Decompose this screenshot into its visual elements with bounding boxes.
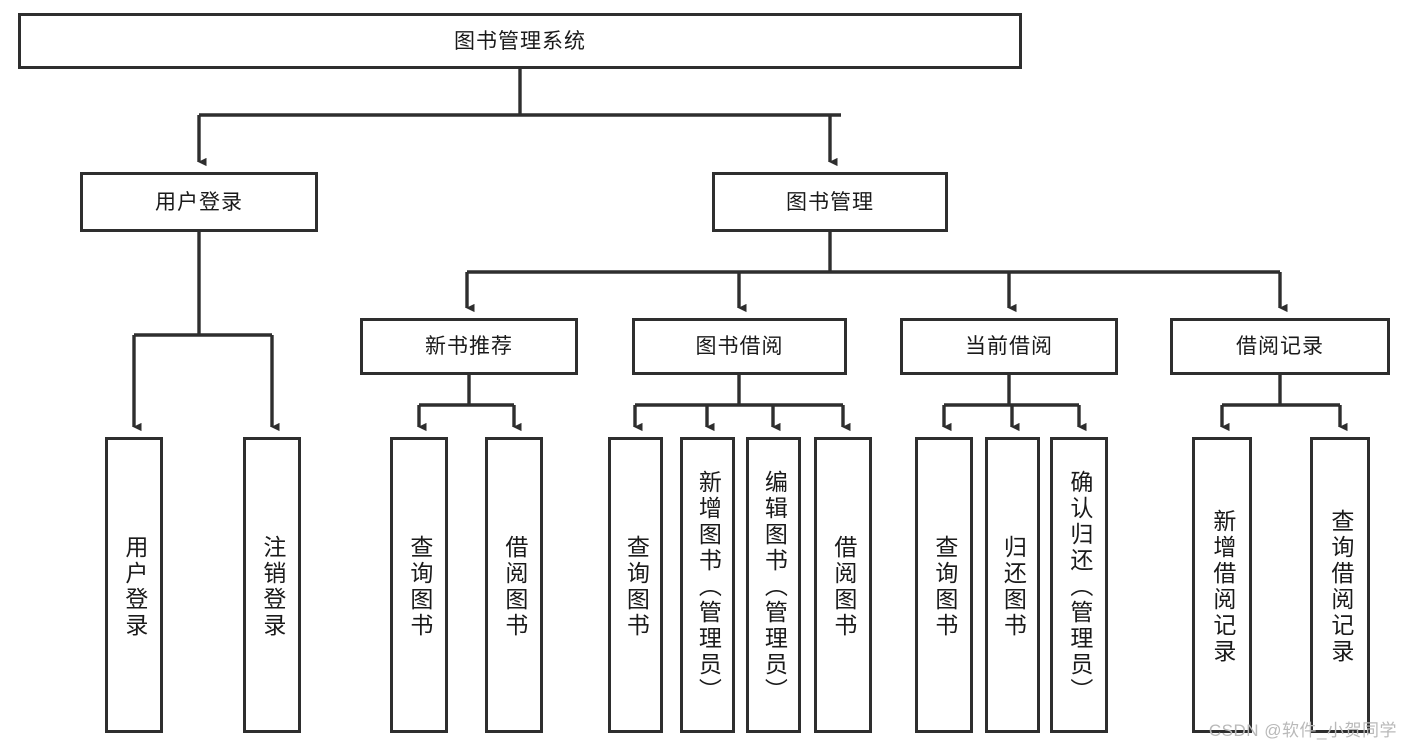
node-user-login[interactable]: 用户登录 bbox=[80, 172, 318, 232]
leaf-borrow-book-recommend[interactable]: 借阅图书 bbox=[485, 437, 543, 733]
leaf-add-borrow-record[interactable]: 新增借阅记录 bbox=[1192, 437, 1252, 733]
node-book-management[interactable]: 图书管理 bbox=[712, 172, 948, 232]
leaf-add-book-admin[interactable]: 新增图书（管理员） bbox=[680, 437, 735, 733]
node-new-book-recommend[interactable]: 新书推荐 bbox=[360, 318, 578, 375]
edge-group-root bbox=[197, 69, 841, 167]
leaf-edit-book-admin-label: 编辑图书（管理员） bbox=[761, 470, 788, 704]
leaf-query-book-recommend[interactable]: 查询图书 bbox=[390, 437, 448, 733]
leaf-query-book-borrow-label: 查询图书 bbox=[623, 535, 650, 639]
leaf-user-login-label: 用户登录 bbox=[121, 535, 148, 639]
leaf-borrow-book[interactable]: 借阅图书 bbox=[814, 437, 872, 733]
leaf-query-borrow-record[interactable]: 查询借阅记录 bbox=[1310, 437, 1370, 733]
node-book-borrow[interactable]: 图书借阅 bbox=[632, 318, 847, 375]
leaf-query-book-current[interactable]: 查询图书 bbox=[915, 437, 973, 733]
node-borrow-record-label: 借阅记录 bbox=[1236, 335, 1324, 358]
leaf-query-book-current-label: 查询图书 bbox=[931, 535, 958, 639]
edge-group-user-login bbox=[132, 232, 280, 432]
node-book-borrow-label: 图书借阅 bbox=[695, 335, 784, 358]
edge-group-current-borrow bbox=[942, 375, 1087, 432]
edge-group-borrow-record bbox=[1220, 375, 1348, 432]
leaf-borrow-book-label: 借阅图书 bbox=[830, 535, 857, 639]
node-borrow-record[interactable]: 借阅记录 bbox=[1170, 318, 1390, 375]
leaf-add-book-admin-label: 新增图书（管理员） bbox=[695, 470, 722, 704]
node-root[interactable]: 图书管理系统 bbox=[18, 13, 1022, 69]
leaf-edit-book-admin[interactable]: 编辑图书（管理员） bbox=[746, 437, 801, 733]
leaf-borrow-book-recommend-label: 借阅图书 bbox=[501, 535, 528, 639]
leaf-logout-label: 注销登录 bbox=[259, 535, 286, 639]
node-new-book-recommend-label: 新书推荐 bbox=[425, 335, 513, 358]
watermark-text: CSDN @软件_小贺同学 bbox=[1208, 721, 1397, 740]
leaf-query-book-borrow[interactable]: 查询图书 bbox=[608, 437, 663, 733]
node-book-management-label: 图书管理 bbox=[786, 190, 874, 214]
leaf-confirm-return-admin-label: 确认归还（管理员） bbox=[1066, 470, 1093, 704]
node-user-login-label: 用户登录 bbox=[155, 190, 243, 214]
edge-group-book-management bbox=[465, 232, 1288, 313]
leaf-query-book-recommend-label: 查询图书 bbox=[406, 535, 433, 639]
leaf-add-borrow-record-label: 新增借阅记录 bbox=[1209, 509, 1236, 665]
node-current-borrow-label: 当前借阅 bbox=[965, 335, 1053, 358]
leaf-query-borrow-record-label: 查询借阅记录 bbox=[1327, 509, 1354, 665]
leaf-return-book-label: 归还图书 bbox=[1000, 535, 1027, 639]
edge-group-book-borrow bbox=[633, 375, 851, 432]
leaf-logout[interactable]: 注销登录 bbox=[243, 437, 301, 733]
leaf-confirm-return-admin[interactable]: 确认归还（管理员） bbox=[1050, 437, 1108, 733]
leaf-user-login[interactable]: 用户登录 bbox=[105, 437, 163, 733]
node-root-label: 图书管理系统 bbox=[454, 29, 586, 53]
edge-group-new-book-recommend bbox=[417, 375, 522, 432]
leaf-return-book[interactable]: 归还图书 bbox=[985, 437, 1040, 733]
node-current-borrow[interactable]: 当前借阅 bbox=[900, 318, 1118, 375]
